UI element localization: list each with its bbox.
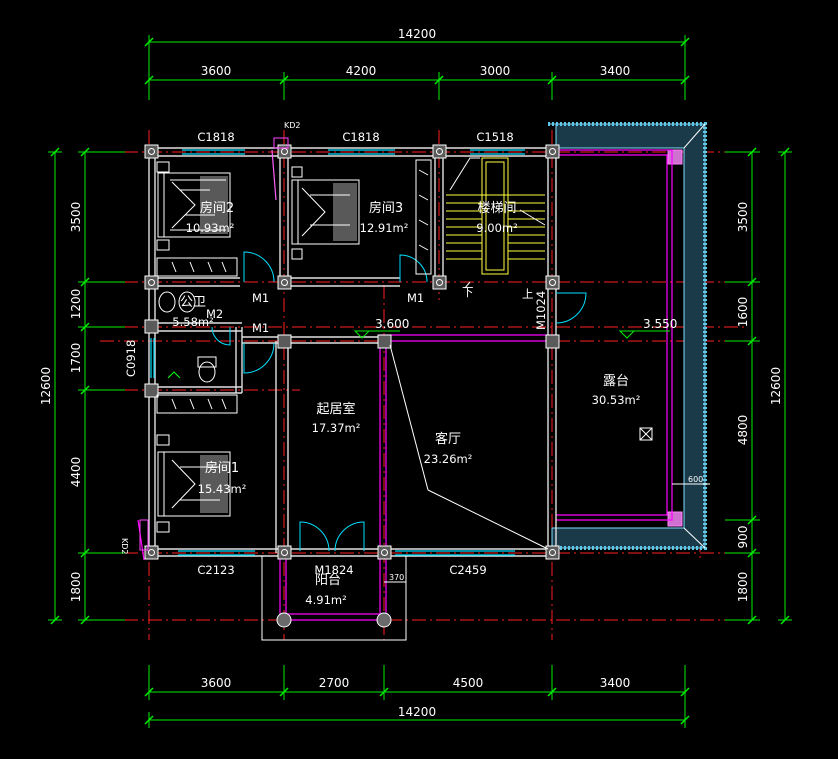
- dim-left-4: 4400: [69, 457, 83, 488]
- dim-bottom-4: 3400: [600, 676, 631, 690]
- dim-bottom-1: 3600: [201, 676, 232, 690]
- dim-left-5: 1800: [69, 572, 83, 603]
- dim-top-total: 14200: [398, 27, 436, 41]
- label-m1-c: M1: [252, 321, 269, 335]
- room1-area: 15.43m²: [198, 482, 247, 496]
- label-c1518: C1518: [476, 130, 513, 144]
- columns: [144, 144, 560, 560]
- stair-name: 楼梯间: [477, 201, 516, 216]
- bath-area: 5.58m²: [172, 315, 213, 329]
- dim-left-2: 1200: [69, 289, 83, 320]
- room2-area: 10.93m²: [186, 221, 235, 235]
- label-stair-down: 下: [462, 285, 474, 299]
- small-dims: [384, 483, 710, 583]
- hall-lines: [389, 344, 549, 550]
- label-m1-b: M1: [407, 291, 424, 305]
- label-m2: M2: [206, 307, 223, 321]
- dim-bottom-2: 2700: [319, 676, 350, 690]
- balcony-area: 4.91m²: [305, 593, 346, 607]
- drain-symbol: [639, 427, 653, 441]
- label-stair-up: 上: [522, 287, 534, 301]
- elevation-marks: [353, 330, 670, 339]
- dim-right-5: 1800: [736, 572, 750, 603]
- windows: [150, 149, 525, 556]
- column-rings: [148, 148, 556, 556]
- dim-top-3: 3000: [480, 64, 511, 78]
- dimension-ticks: [50, 37, 790, 725]
- balcony-name: 阳台: [315, 573, 341, 588]
- elevation-terrace: 3.550: [643, 317, 677, 331]
- dim-right-total: 12600: [769, 367, 783, 405]
- kd2-markers: [139, 137, 289, 551]
- dim-bottom-3: 4500: [453, 676, 484, 690]
- label-c2459: C2459: [449, 563, 486, 577]
- room1-name: 房间1: [205, 460, 239, 476]
- room3-area: 12.91m²: [360, 221, 409, 235]
- label-m1-a: M1: [252, 291, 269, 305]
- staircase: [446, 157, 546, 289]
- label-m1824: M1824: [314, 563, 353, 577]
- hall-name: 客厅: [435, 431, 461, 447]
- dim-right-2: 1600: [736, 297, 750, 328]
- label-kd2-left: KD2: [120, 538, 129, 555]
- room2-name: 房间2: [200, 200, 234, 216]
- label-kd2-top: KD2: [284, 121, 301, 130]
- terrace-name: 露台: [603, 374, 629, 389]
- elevation-hall: 3.600: [375, 317, 409, 331]
- dimension-lines: [48, 35, 792, 728]
- bath-name: 公卫: [180, 295, 206, 310]
- living-area: 17.37m²: [312, 421, 361, 435]
- label-c1818-a: C1818: [197, 130, 234, 144]
- dim-bottom-total: 14200: [398, 705, 436, 719]
- label-c0918: C0918: [124, 340, 138, 377]
- dim-left-1: 3500: [69, 202, 83, 233]
- bed-patterns: [200, 176, 357, 513]
- living-name: 起居室: [316, 401, 355, 417]
- hall-area: 23.26m²: [424, 452, 473, 466]
- room3-name: 房间3: [369, 200, 403, 216]
- terrace-area: 30.53m²: [592, 393, 641, 407]
- doors: [211, 251, 587, 552]
- dim-top-1: 3600: [201, 64, 232, 78]
- furniture: [156, 159, 432, 533]
- stair-area: 9.00m²: [476, 221, 517, 235]
- dim-top-4: 3400: [600, 64, 631, 78]
- balcony-columns: [276, 612, 392, 628]
- dim-right-1: 3500: [736, 202, 750, 233]
- dim-right-3: 4800: [736, 415, 750, 446]
- balcony-outline: [261, 556, 407, 641]
- label-600: 600: [688, 475, 703, 484]
- label-370: 370: [389, 573, 404, 582]
- dim-left-3: 1700: [69, 343, 83, 374]
- dim-right-4: 900: [736, 526, 750, 549]
- label-m1024: M1024: [534, 291, 548, 330]
- dim-top-2: 4200: [346, 64, 377, 78]
- label-c2123: C2123: [197, 563, 234, 577]
- dim-left-total: 12600: [39, 367, 53, 405]
- label-c1818-b: C1818: [342, 130, 379, 144]
